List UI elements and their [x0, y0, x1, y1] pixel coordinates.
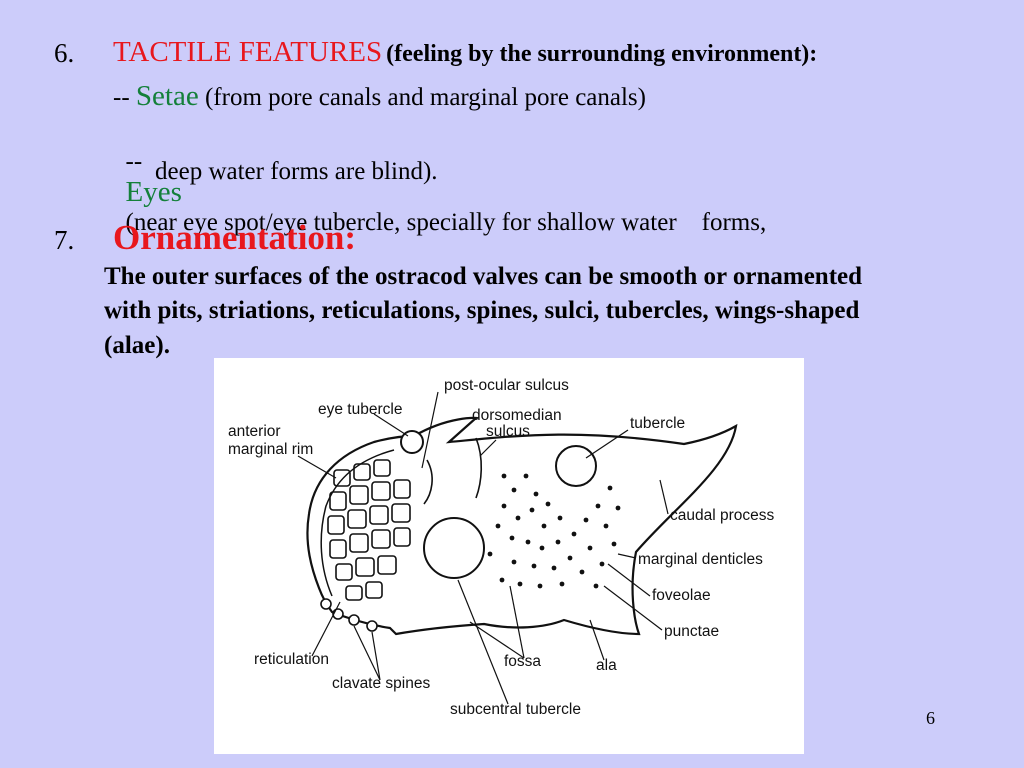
setae-label: Setae	[135, 80, 199, 112]
ornamentation-body-line-1: The outer surfaces of the ostracod valve…	[104, 263, 863, 290]
punctae-dots	[487, 473, 621, 589]
leader-lines	[297, 391, 669, 705]
eyes-text-continued: deep water forms are blind).	[155, 158, 438, 185]
label-reticulation: reticulation	[254, 651, 329, 668]
label-clavate-spines: clavate spines	[332, 675, 430, 692]
item-6-heading: TACTILE FEATURES (feeling by the surroun…	[113, 36, 817, 69]
eyes-line: -- Eyes (near eye spot/eye tubercle, spe…	[113, 120, 767, 237]
label-eye-tubercle: eye tubercle	[318, 401, 402, 418]
eyes-label: Eyes	[125, 176, 182, 208]
setae-dash: --	[113, 84, 130, 111]
label-ala: ala	[596, 657, 617, 674]
label-caudal-process: caudal process	[670, 507, 775, 524]
tactile-features-title: TACTILE FEATURES	[113, 36, 383, 68]
reticulation-cells	[327, 459, 411, 601]
eyes-text: (near eye spot/eye tubercle, specially f…	[125, 209, 767, 236]
eyes-dash: --	[125, 148, 143, 175]
ornamentation-title: Ornamentation:	[113, 218, 357, 257]
clavate-spines	[320, 598, 378, 632]
label-punctae: punctae	[664, 623, 719, 640]
item-6-number: 6.	[54, 38, 75, 68]
label-post-ocular-sulcus: post-ocular sulcus	[444, 377, 569, 394]
ostracod-valve-drawing: post-ocular sulcus eye tubercle dorsomed…	[228, 377, 775, 718]
ornamentation-body-line-2: with pits, striations, reticulations, sp…	[104, 297, 860, 324]
label-marginal-denticles: marginal denticles	[638, 551, 763, 568]
label-anterior: anterior	[228, 423, 281, 440]
ornamentation-body-line-3: (alae).	[104, 332, 170, 359]
ostracod-diagram: post-ocular sulcus eye tubercle dorsomed…	[214, 358, 804, 754]
label-subcentral-tubercle: subcentral tubercle	[450, 701, 581, 718]
eye-tubercle-shape	[400, 430, 424, 454]
setae-line: -- Setae (from pore canals and marginal …	[113, 80, 646, 113]
subcentral-tubercle-shape	[423, 517, 485, 579]
dorsomedian-sulcus-line	[475, 437, 483, 499]
label-dorsomedian: dorsomedian	[472, 407, 562, 424]
tactile-features-subtitle: (feeling by the surrounding environment)…	[386, 41, 818, 67]
label-fossa: fossa	[504, 653, 541, 670]
setae-text: (from pore canals and marginal pore cana…	[204, 84, 646, 111]
label-tubercle: tubercle	[630, 415, 685, 432]
tubercle-shape	[555, 445, 597, 487]
post-ocular-sulcus-line	[423, 459, 433, 505]
item-7-number: 7.	[54, 225, 75, 255]
anterior-rim-inner	[320, 449, 395, 597]
label-sulcus: sulcus	[486, 423, 530, 440]
label-marginal-rim: marginal rim	[228, 441, 313, 458]
label-foveolae: foveolae	[652, 587, 711, 604]
page-number: 6	[926, 708, 935, 728]
